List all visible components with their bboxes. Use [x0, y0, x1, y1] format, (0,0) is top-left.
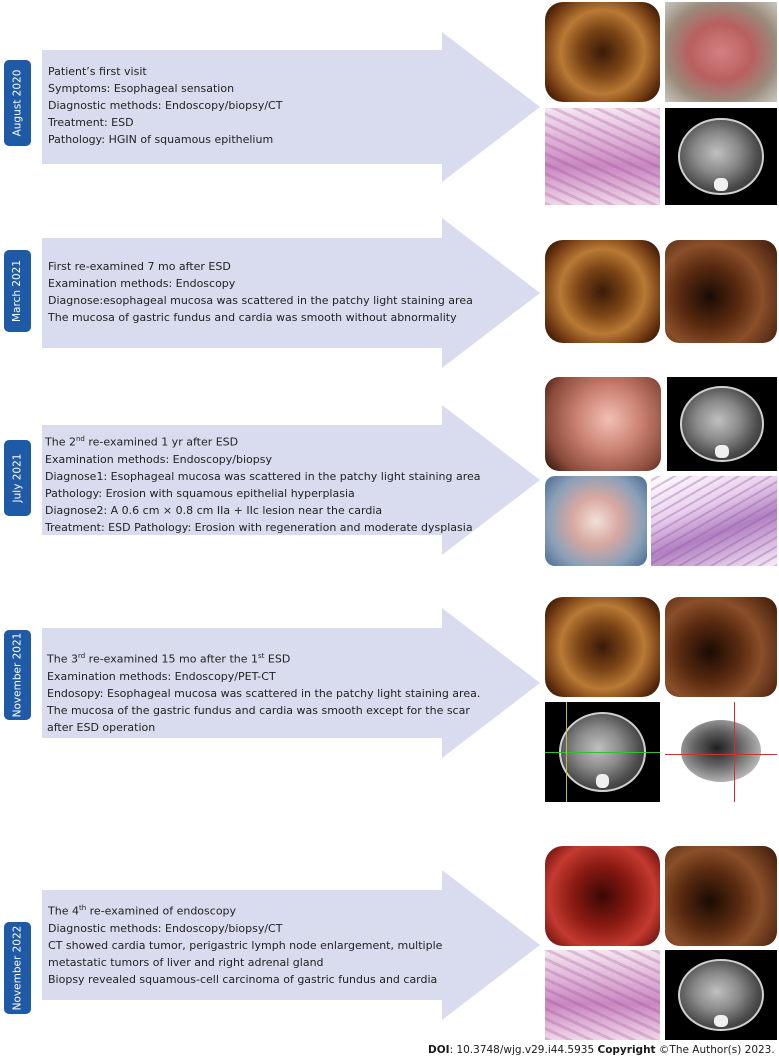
timeline-arrow	[42, 608, 540, 758]
timeline-arrow	[42, 32, 540, 182]
entry-line: Symptoms: Esophageal sensation	[48, 82, 235, 95]
copyright-value: ©The Author(s) 2023.	[655, 1044, 775, 1056]
entry-line: First re-examined 7 mo after ESD	[48, 260, 231, 273]
ct-scan-image	[665, 108, 777, 205]
entry-line: Pathology: Erosion with squamous epithel…	[45, 486, 355, 500]
timeline-arrow	[42, 405, 540, 555]
entry-text-2: First re-examined 7 mo after ESD Examina…	[48, 258, 473, 326]
copyright-label: Copyright	[597, 1044, 656, 1056]
entry-text-5: The 4th re-examined of endoscopy Diagnos…	[48, 900, 442, 988]
date-label: July 2021	[11, 453, 24, 503]
date-badge-august-2020: August 2020	[4, 60, 31, 146]
entry-line: Patient’s first visit	[48, 65, 147, 78]
entry-text-4: The 3rd re-examined 15 mo after the 1st …	[47, 648, 480, 736]
entry-line: Endosopy: Esophageal mucosa was scattere…	[47, 686, 481, 700]
date-label: March 2021	[11, 259, 24, 323]
entry-line: The mucosa of the gastric fundus and car…	[47, 703, 470, 717]
entry-line: Diagnostic methods: Endoscopy/biopsy/CT	[48, 99, 283, 112]
entry-line: Treatment: ESD	[48, 116, 134, 129]
entry-line: Diagnose:esophageal mucosa was scattered…	[48, 294, 473, 307]
endoscopy-image	[545, 240, 660, 343]
histology-image	[545, 108, 660, 205]
entry-line: Biopsy revealed squamous-cell carcinoma …	[48, 972, 438, 986]
endoscopy-image	[665, 846, 777, 946]
entry-line: The 3rd re-examined 15 mo after the 1st …	[47, 652, 291, 666]
histology-image	[651, 476, 777, 566]
specimen-image	[545, 476, 647, 566]
date-badge-march-2021: March 2021	[4, 250, 31, 332]
entry-line: The 4th re-examined of endoscopy	[48, 904, 237, 918]
histology-image	[545, 950, 660, 1040]
timeline-arrow	[42, 218, 540, 368]
entry-text-3: The 2nd re-examined 1 yr after ESD Exami…	[45, 431, 481, 536]
entry-line: Treatment: ESD Pathology: Erosion with r…	[45, 520, 473, 534]
citation-footer: DOI: 10.3748/wjg.v29.i44.5935 Copyright …	[428, 1044, 775, 1056]
date-label: August 2020	[11, 69, 24, 137]
timeline-arrow	[42, 870, 540, 1020]
ct-scan-image	[667, 377, 777, 471]
entry-line: metastatic tumors of liver and right adr…	[48, 955, 324, 969]
specimen-image	[665, 2, 777, 102]
endoscopy-image	[545, 597, 660, 697]
entry-line: Examination methods: Endoscopy/PET-CT	[47, 669, 276, 683]
entry-line: Diagnose2: A 0.6 cm × 0.8 cm IIa + IIc l…	[45, 503, 383, 517]
endoscopy-image	[665, 597, 777, 697]
endoscopy-image	[665, 240, 777, 343]
date-label: November 2021	[11, 632, 24, 718]
ct-scan-image	[545, 702, 660, 802]
doi-label: DOI	[428, 1044, 450, 1056]
date-label: November 2022	[11, 925, 24, 1011]
date-badge-november-2021: November 2021	[4, 630, 31, 720]
ct-scan-image	[665, 950, 777, 1040]
entry-line: The 2nd re-examined 1 yr after ESD	[45, 435, 239, 449]
entry-line: Examination methods: Endoscopy/biopsy	[45, 452, 272, 466]
date-badge-july-2021: July 2021	[4, 440, 31, 516]
entry-text-1: Patient’s first visit Symptoms: Esophage…	[48, 63, 282, 148]
entry-line: Pathology: HGIN of squamous epithelium	[48, 133, 274, 146]
entry-line: after ESD operation	[47, 720, 156, 734]
endoscopy-image	[545, 846, 660, 946]
endoscopy-image	[545, 377, 661, 471]
entry-line: The mucosa of gastric fundus and cardia …	[48, 311, 457, 324]
date-badge-november-2022: November 2022	[4, 922, 31, 1014]
entry-line: Examination methods: Endoscopy	[48, 277, 236, 290]
entry-line: CT showed cardia tumor, perigastric lymp…	[48, 938, 443, 952]
pet-ct-image	[665, 702, 777, 802]
endoscopy-image	[545, 2, 660, 102]
entry-line: Diagnose1: Esophageal mucosa was scatter…	[45, 469, 481, 483]
entry-line: Diagnostic methods: Endoscopy/biopsy/CT	[48, 921, 283, 935]
doi-value: : 10.3748/wjg.v29.i44.5935	[449, 1044, 598, 1056]
